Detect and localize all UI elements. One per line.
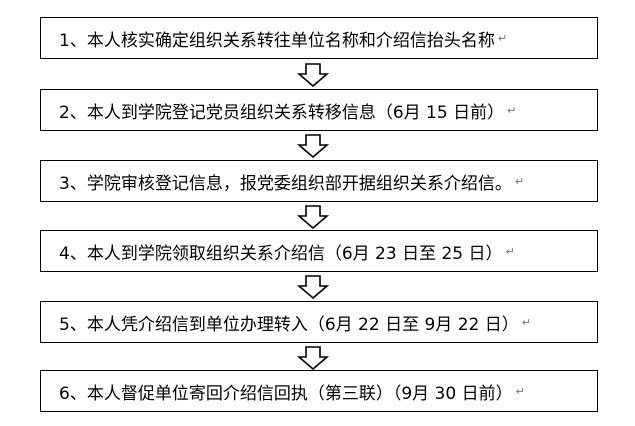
step-6-text: 6、本人督促单位寄回介绍信回执（第三联）（9月 30 日前） [59, 383, 513, 404]
down-arrow-icon [297, 134, 329, 158]
step-4-text: 4、本人到学院领取组织关系介绍信（6月 23 日至 25 日） [59, 243, 503, 264]
step-4-box: 4、本人到学院领取组织关系介绍信（6月 23 日至 25 日） ↵ [40, 230, 598, 272]
step-5-text: 5、本人凭介绍信到单位办理转入（6月 22 日至 9月 22 日） [59, 314, 519, 335]
step-3-box: 3、学院审核登记信息，报党委组织部开据组织关系介绍信。 ↵ [40, 160, 598, 202]
paragraph-mark-icon: ↵ [505, 244, 515, 258]
step-1-text: 1、本人核实确定组织关系转往单位名称和介绍信抬头名称 [59, 30, 495, 51]
step-2-box: 2、本人到学院登记党员组织关系转移信息（6月 15 日前） ↵ [40, 89, 598, 131]
paragraph-mark-icon: ↵ [515, 384, 525, 398]
step-6-box: 6、本人督促单位寄回介绍信回执（第三联）（9月 30 日前） ↵ [40, 370, 598, 412]
step-2-text: 2、本人到学院登记党员组织关系转移信息（6月 15 日前） [59, 102, 505, 123]
paragraph-mark-icon: ↵ [507, 103, 517, 117]
paragraph-mark-icon: ↵ [514, 174, 525, 188]
down-arrow-icon [297, 205, 329, 229]
step-5-box: 5、本人凭介绍信到单位办理转入（6月 22 日至 9月 22 日） ↵ [40, 301, 598, 343]
step-3-text: 3、学院审核登记信息，报党委组织部开据组织关系介绍信。 [59, 173, 512, 194]
down-arrow-icon [297, 346, 329, 370]
paragraph-mark-icon: ↵ [521, 315, 531, 329]
step-1-box: 1、本人核实确定组织关系转往单位名称和介绍信抬头名称 ↵ [40, 17, 598, 59]
down-arrow-icon [297, 275, 329, 299]
down-arrow-icon [297, 63, 329, 87]
paragraph-mark-icon: ↵ [497, 31, 508, 45]
